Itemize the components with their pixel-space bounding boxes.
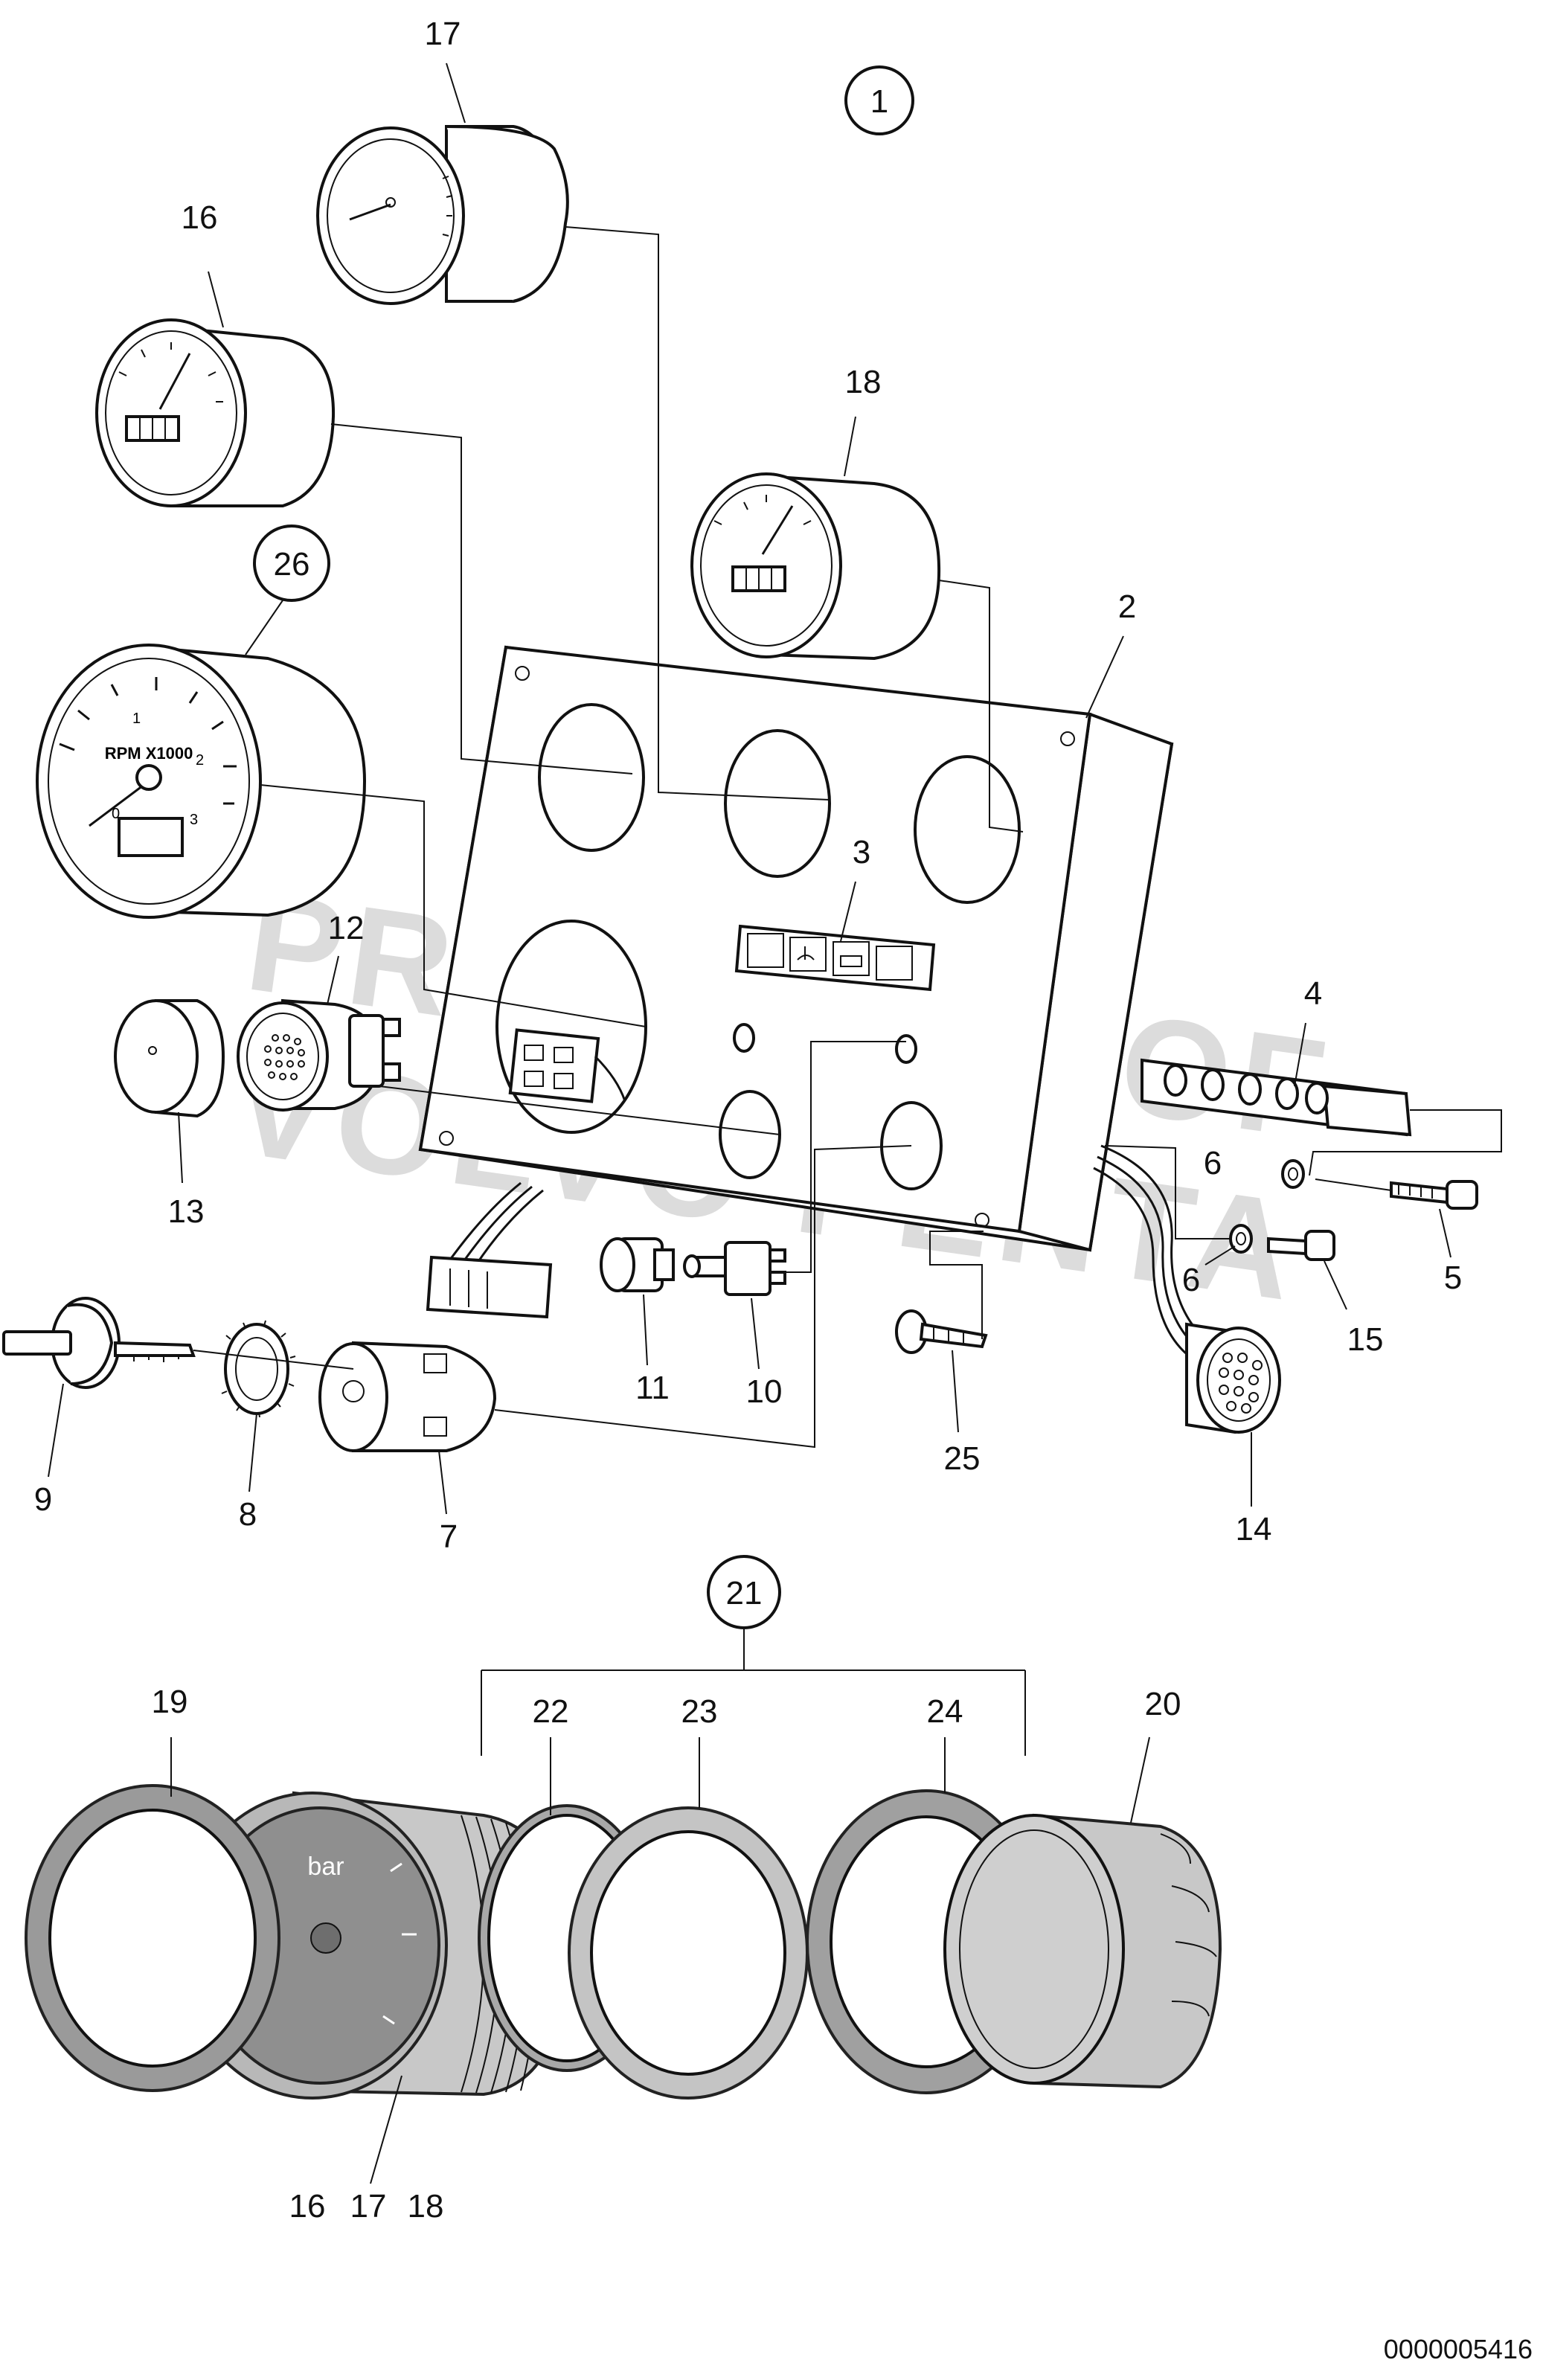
tick-2: 2 [196, 752, 204, 769]
screw-15 [1267, 1230, 1335, 1261]
screw-5 [1390, 1180, 1478, 1210]
callout-13: 13 [168, 1193, 205, 1230]
bar-label: bar [307, 1853, 344, 1881]
callout-6b: 6 [1182, 1262, 1200, 1298]
instrument-panel [418, 645, 1213, 1356]
panel-harness [426, 1181, 553, 1319]
ignition-switch-7 [318, 1341, 497, 1452]
callout-12: 12 [328, 910, 365, 946]
callout-22: 22 [533, 1693, 569, 1730]
callout-4: 4 [1304, 975, 1322, 1012]
screw-25 [895, 1309, 988, 1354]
gauge-assembly-bottom: bar [25, 1784, 1222, 2100]
callout-11: 11 [635, 1370, 670, 1406]
callout-20: 20 [1145, 1686, 1181, 1722]
circled-label-1: 1 [844, 65, 914, 135]
callout-numbers: 17 16 18 2 3 4 12 13 6 6 5 15 11 10 25 1… [34, 16, 1462, 2225]
reference-number: 0000005416 [1384, 2334, 1533, 2364]
callout-6a: 6 [1204, 1145, 1222, 1181]
gauge-16 [95, 318, 336, 507]
bottom-leader-lines [170, 1736, 1150, 2184]
callout-15: 15 [1347, 1321, 1384, 1358]
callout-17: 17 [425, 16, 461, 52]
gauge-18 [690, 472, 941, 661]
panel-connector [508, 1028, 626, 1103]
callout-7: 7 [440, 1518, 458, 1555]
callout-bottom-16: 16 [289, 2188, 326, 2225]
callout-bottom-17: 17 [350, 2188, 387, 2225]
switch-11 [600, 1237, 675, 1292]
callout-24: 24 [927, 1693, 963, 1730]
right-harness [1093, 1144, 1213, 1356]
warning-lamp-strip [734, 924, 936, 992]
key-9 [2, 1297, 196, 1389]
rpm-label: RPM X1000 [105, 744, 193, 763]
callout-5: 5 [1444, 1260, 1462, 1296]
callout-14: 14 [1236, 1511, 1272, 1547]
circled-label-21: 21 [707, 1555, 781, 1670]
buzzer-12 [237, 998, 401, 1112]
label-26-text: 26 [274, 546, 310, 583]
callout-10: 10 [746, 1373, 783, 1410]
circled-label-26: 26 [245, 525, 330, 655]
callout-bottom-18: 18 [408, 2188, 444, 2225]
callout-9: 9 [34, 1481, 52, 1518]
callout-2: 2 [1118, 588, 1136, 625]
buzzer-cap-13 [114, 999, 225, 1118]
callout-19: 19 [152, 1684, 188, 1720]
tick-0: 0 [112, 806, 120, 822]
label-21-text: 21 [726, 1575, 763, 1611]
tick-1: 1 [132, 711, 141, 727]
callout-23: 23 [681, 1693, 718, 1730]
gauge-26-tachometer: RPM X1000 0 1 2 3 [36, 644, 367, 919]
washer-6b [1229, 1224, 1253, 1254]
leader-lines [193, 226, 1502, 1756]
callout-18: 18 [845, 364, 882, 400]
gauge-17 [316, 125, 569, 305]
lock-nut-8 [221, 1320, 296, 1418]
connector-14 [1185, 1322, 1281, 1434]
terminal-strip-4 [1141, 1058, 1412, 1137]
callout-3: 3 [853, 834, 870, 870]
callout-16: 16 [182, 199, 218, 236]
tick-3: 3 [190, 812, 198, 828]
label-1-text: 1 [870, 83, 888, 120]
callout-8: 8 [239, 1496, 257, 1533]
switch-10 [683, 1241, 786, 1296]
callout-25: 25 [944, 1440, 981, 1477]
washer-6a [1281, 1159, 1305, 1189]
